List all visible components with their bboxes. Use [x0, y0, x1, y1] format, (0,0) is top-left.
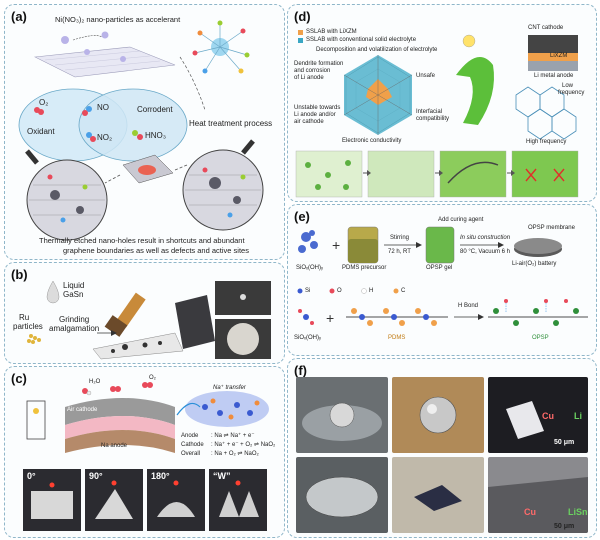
bend-angle-180: 180° — [151, 471, 170, 481]
lisn-label: LiSn — [568, 507, 588, 517]
svg-text:+: + — [332, 237, 340, 253]
grinding-illustration — [27, 280, 271, 360]
lisn-flake-photo — [392, 457, 484, 533]
bend-angle-90: 90° — [89, 471, 103, 481]
stirring-label: Stirring — [390, 235, 410, 241]
graphene-sheet-illustration — [18, 20, 264, 241]
grinding-label: Grinding — [59, 315, 90, 324]
no-label: NO — [97, 103, 109, 112]
svg-text:+: + — [326, 310, 334, 326]
caption-line1: Thermally etched nano-holes result in sh… — [39, 236, 245, 245]
radar-and-cell-illustration — [295, 30, 579, 198]
accelerant-label: Ni(NO₃)₂ nano-particles as accelerant — [55, 15, 181, 24]
bend-angle-w: “W” — [213, 471, 231, 481]
amalgamation-label: amalgamation — [49, 324, 100, 333]
radar-axis-unsafe: Unsafe — [416, 73, 436, 79]
legend-c: C — [401, 288, 406, 294]
cu-label-bottom: Cu — [524, 507, 536, 517]
legend-h: H — [369, 288, 374, 294]
lixzm-label: LiXZM — [550, 53, 568, 59]
bend-angle-0: 0° — [27, 471, 36, 481]
air-cathode-label: Air cathode — [67, 407, 98, 413]
o2-label: O₂ — [39, 98, 49, 107]
radar-axis-dendrite-3: of Li anode — [294, 75, 324, 81]
corrodent-label: Corrodent — [137, 105, 173, 114]
legend-conventional: SSLAB with conventional solid electrolyt… — [306, 37, 417, 43]
radar-axis-interfacial-1: Interfacial — [416, 109, 443, 115]
radar-axis-dendrite-2: and corrosion — [294, 68, 331, 74]
lisn-droplet-photo — [296, 457, 388, 533]
cnt-cathode-label: CNT cathode — [528, 25, 564, 31]
curing-agent-label: Add curing agent — [438, 217, 484, 223]
li-label: Li — [574, 411, 582, 421]
ru-label: Ru — [19, 313, 30, 322]
eq-cathode-label: Cathode — [181, 442, 204, 448]
legend-lixzm: SSLAB with LiXZM — [306, 29, 357, 35]
radar-axis-unstable-2: Li anode and/or — [294, 112, 336, 118]
oxidant-label: Oxidant — [27, 127, 55, 136]
radar-axis-dendrite-1: Dendrite formation — [294, 61, 344, 67]
pdms-label: PDMS — [388, 335, 406, 341]
radar-axis-unstable-1: Unstable towards — [294, 105, 341, 111]
opsp-synthesis-illustration: + + — [297, 226, 588, 326]
o2-label-c: O₂ — [149, 375, 156, 381]
li-anode-label: Li metal anode — [534, 73, 574, 79]
eq-overall: : Na + O₂ ⇌ NaO₂ — [211, 451, 259, 457]
li-air-battery-label: Li-air(O₂) battery — [512, 261, 557, 267]
panel-f: (f) Cu Li 50 μm Cu LiSn 50 μm — [287, 358, 597, 538]
h2o-label: H₂O — [89, 379, 101, 385]
panel-b: (b) Liquid GaSn Ru particles Grinding am… — [4, 262, 285, 364]
sio-structure-label: SiOₓ(OH)ᵧ — [294, 335, 321, 341]
panel-c: (c) H₂O O₂ Air cathode Na anode Na⁺ tran… — [4, 366, 285, 538]
radar-axis-electronic: Electronic conductivity — [342, 138, 402, 144]
sio-label: SiOₓ(OH)ᵧ — [296, 265, 323, 271]
eq-cathode: : Na⁺ + e⁻ + O₂ ⇌ NaO₂ — [211, 442, 276, 448]
panel-a-label: (a) — [11, 9, 27, 24]
legend-o: O — [337, 288, 342, 294]
radar-axis-decomposition: Decomposition and volatilization of elec… — [316, 47, 438, 53]
cu-label-top: Cu — [542, 411, 554, 421]
low-frequency-label-2: frequency — [558, 90, 585, 96]
stirring-condition-label: 72 h, RT — [388, 249, 411, 255]
pdms-precursor-label: PDMS precursor — [342, 265, 387, 271]
ru-particles-label: particles — [13, 322, 43, 331]
eq-anode-label: Anode — [181, 433, 199, 439]
cu-lisn-sem-image — [488, 457, 588, 533]
opsp-membrane-label: OPSP membrane — [528, 225, 575, 231]
na-o2-battery-illustration — [23, 382, 269, 531]
caption-line2: graphene boundaries as well as defects a… — [63, 246, 249, 255]
na-transfer-label: Na⁺ transfer — [213, 385, 246, 391]
opsp-gel-label: OPSP gel — [426, 265, 453, 271]
gasn-label: GaSn — [63, 290, 84, 299]
hno3-label: HNO₃ — [145, 131, 167, 140]
low-frequency-label-1: Low — [562, 83, 574, 89]
eq-overall-label: Overall — [181, 451, 201, 457]
scale-bar-top: 50 μm — [554, 439, 575, 446]
panel-f-label: (f) — [294, 363, 307, 378]
panel-d: (d) SSLAB with LiXZM SSLAB with conve — [287, 4, 597, 202]
liquid-label: Liquid — [63, 281, 85, 290]
panel-e-label: (e) — [294, 209, 310, 224]
panel-c-label: (c) — [11, 371, 27, 386]
eq-anode: : Na ⇌ Na⁺ + e⁻ — [211, 433, 255, 439]
scale-bar-bottom: 50 μm — [554, 523, 575, 530]
cu-li-sem-image — [488, 377, 588, 453]
na-anode-label: Na anode — [101, 443, 128, 449]
heat-treatment-label: Heat treatment process — [189, 119, 273, 128]
radar-axis-interfacial-2: compatibility — [416, 116, 450, 122]
panel-d-label: (d) — [294, 9, 311, 24]
panel-e: (e) + + SiOₓ(OH)ᵧ PDMS precursor Stirrin… — [287, 204, 597, 356]
insitu-condition-label: 80 °C, Vacuum 6 h — [460, 249, 510, 255]
legend-si: Si — [305, 288, 311, 294]
panel-b-label: (b) — [11, 267, 28, 282]
radar-axis-unstable-3: air cathode — [294, 119, 324, 125]
li-droplet-photo — [296, 377, 388, 453]
insitu-label: In situ construction — [460, 235, 511, 241]
hbond-label: H Bond — [458, 303, 479, 309]
li-ball-photo — [392, 377, 484, 453]
panel-a: (a) — [4, 4, 285, 260]
high-frequency-label: High frequency — [526, 139, 567, 145]
no2-label: NO₂ — [97, 133, 113, 142]
opsp-label: OPSP — [532, 335, 549, 341]
